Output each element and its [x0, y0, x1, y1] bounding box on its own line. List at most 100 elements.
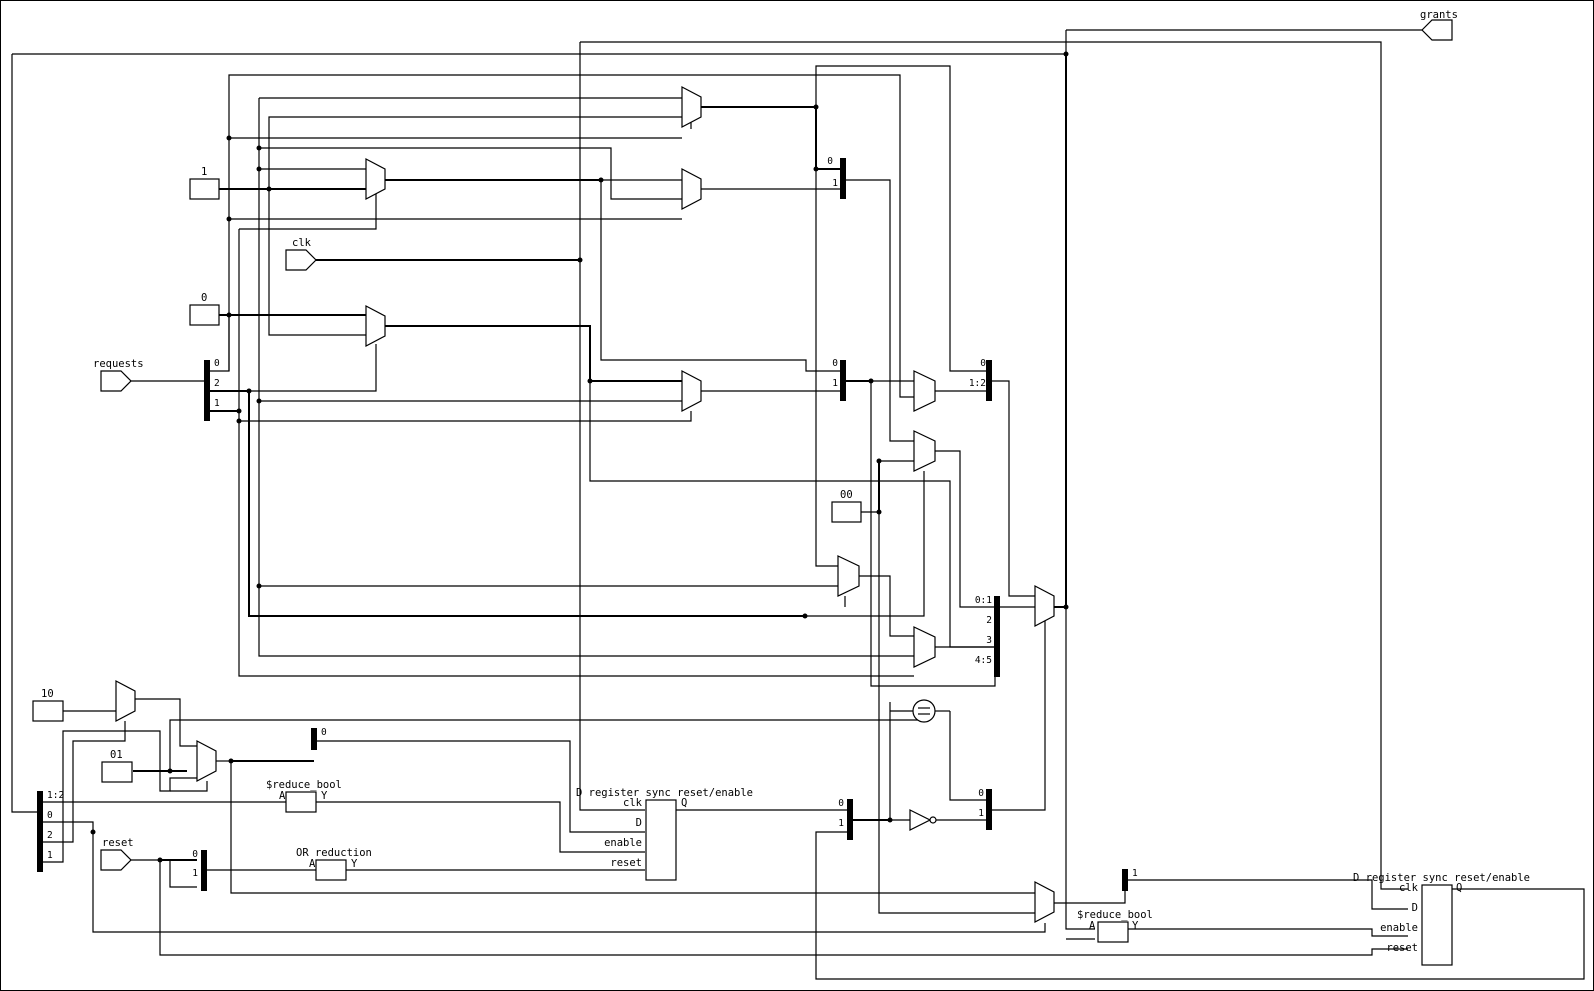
dff-1-d: D — [636, 817, 642, 829]
reduce-bool-1 — [285, 791, 317, 813]
clk-port — [285, 249, 317, 271]
reduce-bool-2-y: Y — [1132, 920, 1139, 932]
const-00-box — [831, 501, 862, 523]
mux-1 — [365, 158, 386, 200]
req-split-label-2: 1 — [214, 398, 220, 409]
mux-12 — [115, 680, 136, 722]
mux-6 — [913, 370, 936, 412]
muxes — [115, 86, 1055, 923]
right-join-label-0: 0 — [980, 358, 986, 369]
inverter-bubble — [929, 816, 937, 824]
reset-port — [100, 849, 132, 871]
inv-join-bar — [986, 789, 992, 830]
or-reduction — [315, 859, 347, 881]
dff-1-title: D register sync reset/enable — [576, 787, 753, 799]
mid-join-label-0: 0 — [832, 358, 838, 369]
big-join-bar — [994, 596, 1000, 677]
wires — [11, 29, 1585, 980]
left-split-bar — [37, 791, 43, 872]
reset-port-label: reset — [102, 837, 134, 849]
const-00-label: 00 — [840, 489, 853, 501]
big-join-label-3: 4:5 — [975, 655, 992, 666]
ports: requests clk reset grants — [93, 9, 1458, 871]
dff-1-q: Q — [681, 797, 687, 809]
mux-4 — [681, 168, 702, 210]
big-join-label-1: 2 — [986, 615, 992, 626]
tiny-split-label-0: 0 — [321, 727, 327, 738]
q-split-label-1: 1 — [838, 818, 844, 829]
or-reduction-title: OR reduction — [296, 847, 372, 859]
inv-join-label-1: 1 — [978, 808, 984, 819]
dff-2-clk: clk — [1399, 882, 1419, 894]
reduce-bool-2-a: A — [1089, 920, 1096, 932]
mux-9 — [913, 626, 936, 668]
or-reduction-a: A — [309, 858, 316, 870]
mux-7 — [913, 430, 936, 472]
const-0-label: 0 — [201, 292, 207, 304]
req-split-bar — [204, 360, 210, 421]
requests-port — [100, 370, 132, 392]
mid-join-label-1: 1 — [832, 378, 838, 389]
big-join-label-2: 3 — [986, 635, 992, 646]
mux-8 — [837, 555, 860, 597]
equality-comparator — [912, 699, 936, 723]
dff-1-reset: reset — [610, 857, 642, 869]
mux-5 — [681, 370, 702, 412]
dff-1 — [645, 799, 677, 881]
req-split-label-0: 0 — [214, 358, 220, 369]
bus-bars — [37, 158, 1128, 891]
mux-3 — [681, 86, 702, 128]
const-01-box — [101, 761, 133, 783]
inv-join-label-0: 0 — [978, 788, 984, 799]
junction-dots — [90, 51, 1069, 863]
dff-2-enable: enable — [1380, 922, 1418, 934]
grant-split-label-0: 1 — [1132, 868, 1138, 879]
reset-join-bar — [201, 850, 207, 891]
right-join-bar — [986, 360, 992, 401]
left-split-label-0: 1:2 — [47, 790, 64, 801]
dff-2-q: Q — [1456, 882, 1462, 894]
dff-2-title: D register sync reset/enable — [1353, 872, 1530, 884]
const-10-label: 10 — [41, 688, 54, 700]
reduce-bool-2 — [1097, 921, 1129, 943]
left-split-label-2: 2 — [47, 830, 53, 841]
grant-split-bar — [1122, 869, 1128, 891]
dff-1-enable: enable — [604, 837, 642, 849]
req-split-label-1: 2 — [214, 378, 220, 389]
inverter — [909, 809, 932, 831]
or-reduction-y: Y — [351, 858, 358, 870]
dff-2 — [1421, 884, 1453, 966]
clk-port-label: clk — [292, 237, 312, 249]
tiny-split-bar — [311, 728, 317, 750]
const-0-box — [189, 304, 220, 326]
grants-port — [1421, 19, 1453, 41]
bus-labels: 0 2 1 0 1 0 1 0 1:2 0:1 2 3 4:5 1:2 0 2 … — [47, 156, 1138, 879]
q-split-bar — [847, 799, 853, 840]
requests-port-label: requests — [93, 358, 144, 370]
reduce-bool-1-title: $reduce_bool — [266, 779, 342, 791]
top-join-label-0: 0 — [827, 156, 833, 167]
mux-13 — [196, 740, 217, 782]
reduce-bool-2-title: $reduce_bool — [1077, 909, 1153, 921]
dff-2-d: D — [1412, 902, 1418, 914]
mux-2 — [365, 305, 386, 347]
logic-gates — [890, 699, 950, 831]
reset-join-label-0: 0 — [192, 849, 198, 860]
const-1-label: 1 — [201, 166, 207, 178]
const-10-box — [32, 700, 64, 722]
reset-join-label-1: 1 — [192, 868, 198, 879]
mux-11 — [1034, 881, 1055, 923]
mux-10 — [1034, 585, 1055, 627]
q-split-label-0: 0 — [838, 798, 844, 809]
constants: 1 0 00 10 01 — [32, 166, 862, 783]
mid-join-bar — [840, 360, 846, 401]
top-join-label-1: 1 — [832, 178, 838, 189]
top-join-bar — [840, 158, 846, 199]
const-01-label: 01 — [110, 749, 123, 761]
grants-port-label: grants — [1420, 9, 1458, 21]
dff-1-clk: clk — [623, 797, 643, 809]
cells: $reduce_bool A Y OR reduction A Y $reduc… — [266, 779, 1530, 966]
reduce-bool-1-a: A — [279, 790, 286, 802]
